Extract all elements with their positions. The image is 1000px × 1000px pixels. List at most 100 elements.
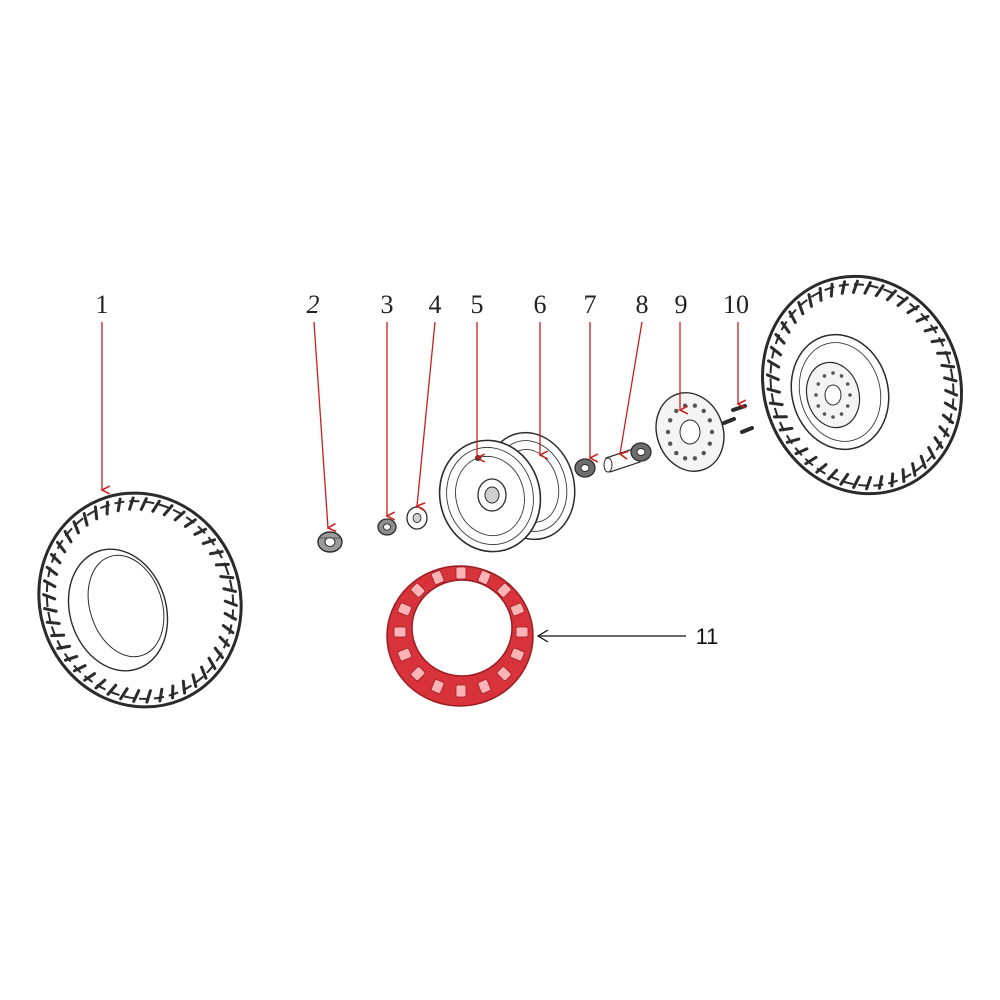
tread-lug (865, 476, 872, 491)
tread-lug (840, 280, 847, 295)
disc-hole (845, 382, 850, 386)
disc-hole (682, 403, 688, 408)
tread-lug (119, 687, 129, 701)
callout-3: 3 (381, 290, 394, 319)
tread-lug (919, 454, 927, 469)
tread-lug (885, 289, 897, 302)
ring-pocket (397, 647, 412, 662)
tread-lug (223, 599, 238, 607)
tread-lug (769, 345, 783, 357)
tread-lug (193, 527, 208, 536)
tread-lug (943, 401, 958, 411)
tread-lug (200, 665, 208, 680)
disc-hole (674, 450, 679, 456)
tread-lug (818, 287, 823, 302)
tread-lug (940, 363, 956, 369)
tread-lug (788, 310, 797, 324)
ring-pocket (515, 626, 529, 638)
tread-lug (94, 678, 107, 690)
beadlock-ring-icon (386, 565, 534, 707)
tread-lug (56, 540, 67, 554)
tread-lug (162, 504, 174, 517)
tread-lug (63, 529, 73, 544)
ring-pocket (477, 679, 492, 694)
tread-lug (72, 520, 80, 535)
tread-lug (56, 644, 72, 650)
tread-lug (815, 463, 828, 474)
ring-pocket (393, 626, 407, 638)
tread-lug (890, 472, 895, 488)
tread-lug (911, 462, 917, 477)
callout-9: 9 (675, 290, 688, 319)
tread-lug (223, 611, 238, 621)
leader-arrowhead-11 (536, 629, 549, 643)
tread-lug (173, 510, 186, 522)
callout-2: 2 (307, 290, 320, 319)
disc-hole (692, 403, 698, 408)
ring-pocket (510, 602, 525, 617)
disc-hole (667, 441, 673, 446)
disc-hole (709, 429, 715, 435)
callout-4: 4 (429, 290, 442, 319)
tread-lug (139, 497, 148, 511)
disc-hole (822, 412, 827, 416)
disc-hole (682, 456, 688, 461)
tread-lug (933, 436, 944, 449)
tread-lug (829, 282, 834, 298)
tread-lug (72, 664, 87, 673)
tread-lug (852, 279, 859, 294)
disc-hole (816, 404, 821, 408)
leader-line-4 (417, 321, 436, 506)
tread-lug (923, 326, 939, 333)
tread-lug (863, 281, 872, 295)
tread-lug (943, 376, 958, 383)
ring-pocket (410, 666, 426, 682)
bolt-icon (722, 404, 754, 434)
ring-pocket (455, 566, 467, 580)
ring-pocket (410, 582, 426, 598)
tread-lug (42, 579, 57, 589)
tread-lug (765, 373, 780, 382)
tread-lug (183, 518, 197, 528)
tread-lug (766, 387, 781, 394)
tread-lug (766, 359, 781, 369)
washer-icon (406, 506, 428, 530)
callout-11: 11 (696, 624, 719, 649)
disc-hole (692, 456, 698, 461)
tread-lug (207, 656, 217, 671)
leader-line-8 (620, 321, 643, 454)
tread-lug (901, 468, 906, 483)
tread-lug (874, 284, 885, 298)
callout-6: 6 (534, 290, 547, 319)
ring-pocket (455, 684, 467, 698)
tread-lug (930, 338, 946, 344)
tread-lug (222, 587, 237, 593)
disc-hole (839, 412, 844, 416)
tread-lug (774, 333, 786, 345)
tread-lug (42, 593, 57, 601)
tread-lug (794, 447, 809, 456)
disc-hole (667, 418, 673, 423)
tread-lug (804, 455, 818, 466)
tread-lug (181, 679, 187, 695)
tread-lug (780, 321, 791, 334)
ring-pocket (496, 666, 512, 682)
tread-lug (213, 646, 224, 660)
tire-icon (37, 491, 243, 709)
tread-lug (877, 475, 884, 490)
tread-lug (778, 426, 794, 432)
tread-lug (221, 624, 235, 635)
tread-lug (797, 301, 805, 316)
disc-hole (831, 415, 835, 419)
disc-hole (701, 450, 706, 456)
tread-lug (944, 388, 959, 397)
brake-disc-icon (655, 392, 725, 472)
ring-pocket (430, 570, 445, 585)
ring-pocket (510, 647, 525, 662)
ring-pocket (496, 582, 512, 598)
disc-hole (701, 408, 706, 414)
tread-lug (839, 472, 850, 486)
disc-hole (674, 408, 679, 414)
tread-lug (208, 550, 224, 556)
disc-hole (707, 418, 713, 423)
